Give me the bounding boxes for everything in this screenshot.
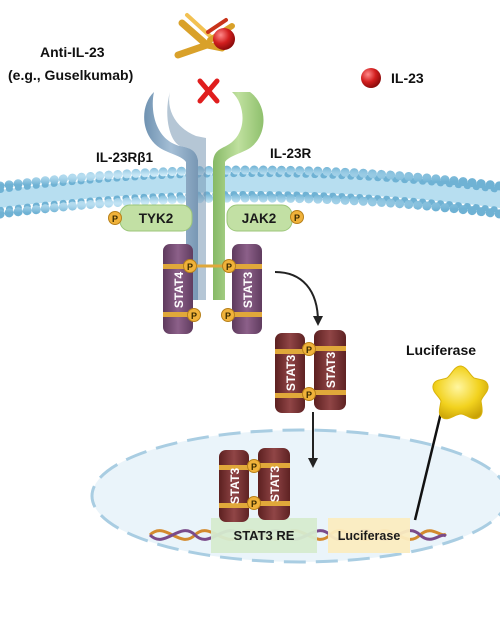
stat3-dimer-right-label: STAT3: [324, 352, 338, 389]
phospho-badge-nuclear-bottom: P: [247, 496, 261, 510]
anti-il23-label: Anti-IL-23: [40, 44, 105, 60]
tyk2-label: TYK2: [139, 211, 174, 226]
phospho-label: P: [112, 214, 118, 224]
stat3-dimer-nucleus: STAT3 STAT3: [219, 448, 290, 522]
il23r-label: IL-23R: [270, 146, 312, 161]
phospho-badge-dimer-top: P: [302, 342, 316, 356]
red-sphere-icon: [213, 28, 235, 50]
tyk2-box: TYK2: [119, 204, 193, 232]
phospho-label: P: [187, 262, 193, 272]
stat3-receptor-label: STAT3: [241, 272, 255, 309]
jak2-box: JAK2: [226, 204, 293, 232]
phospho-badge-stat4-bottom: P: [187, 308, 201, 322]
luciferase-product-label: Luciferase: [406, 342, 476, 358]
phospho-badge-jak2: P: [290, 210, 304, 224]
phospho-label: P: [294, 213, 300, 223]
il23-legend-icon: [361, 68, 381, 88]
stat3-nuclear-right-label: STAT3: [268, 466, 282, 503]
stat4-label: STAT4: [172, 272, 186, 309]
receptor-il23rb1: [144, 92, 206, 300]
guselkumab-label: (e.g., Guselkumab): [8, 67, 133, 83]
phospho-label: P: [191, 311, 197, 321]
il23rb1-label: IL-23Rβ1: [96, 150, 153, 165]
phospho-badge-nuclear-top: P: [247, 459, 261, 473]
stat3-re-label: STAT3 RE: [234, 528, 295, 543]
phospho-badge-stat3-top: P: [222, 259, 236, 273]
phospho-badge-stat4-top: P: [183, 259, 197, 273]
stat3-dimer-left-label: STAT3: [284, 355, 298, 392]
stat3-receptor: STAT3: [232, 244, 262, 334]
phospho-badge-dimer-bottom: P: [302, 387, 316, 401]
phospho-badge-tyk2: P: [108, 211, 122, 225]
cell-membrane: [0, 165, 500, 219]
stat3-dimer-cytoplasm: STAT3 STAT3: [275, 330, 346, 413]
arrow-to-stat3-dimer: [274, 271, 323, 326]
il23-label: IL-23: [391, 70, 424, 86]
phospho-label: P: [251, 499, 257, 509]
stat4-receptor: STAT4: [163, 244, 193, 334]
phospho-label: P: [306, 390, 312, 400]
phospho-label: P: [226, 262, 232, 272]
luciferase-gene-box: Luciferase: [328, 518, 410, 553]
yellow-star-icon: [432, 365, 489, 420]
phospho-badges: P P P P P P P P: [108, 210, 316, 510]
stat3-nuclear-left-label: STAT3: [228, 468, 242, 505]
phospho-label: P: [251, 462, 257, 472]
jak2-label: JAK2: [242, 211, 277, 226]
receptor-il23r: [213, 92, 264, 300]
phospho-badge-stat3-bottom: P: [221, 308, 235, 322]
red-x-icon: [197, 78, 220, 104]
stat3-re-box: STAT3 RE: [211, 518, 317, 553]
phospho-label: P: [225, 311, 231, 321]
luciferase-gene-label: Luciferase: [338, 529, 401, 543]
phospho-label: P: [306, 345, 312, 355]
